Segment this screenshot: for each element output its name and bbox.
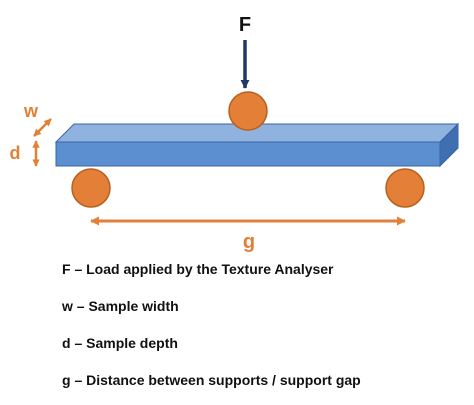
legend-item-width: w – Sample width xyxy=(62,298,179,314)
legend-list: F – Load applied by the Texture Analyser… xyxy=(62,257,361,405)
left-support-roller xyxy=(71,168,111,208)
beam-end-face xyxy=(439,122,459,168)
sample-beam xyxy=(54,122,460,168)
right-support-roller xyxy=(385,168,425,208)
width-arrow-icon xyxy=(33,118,52,137)
legend-item-depth: d – Sample depth xyxy=(62,335,178,351)
gap-label: g xyxy=(243,231,255,253)
beam-front-face xyxy=(55,141,441,167)
force-label: F xyxy=(239,14,251,36)
load-roller xyxy=(228,91,268,131)
width-label: w xyxy=(23,101,39,121)
legend-item-gap: g – Distance between supports / support … xyxy=(62,372,361,388)
depth-label: d xyxy=(10,143,21,163)
legend-item-force: F – Load applied by the Texture Analyser xyxy=(62,261,334,277)
